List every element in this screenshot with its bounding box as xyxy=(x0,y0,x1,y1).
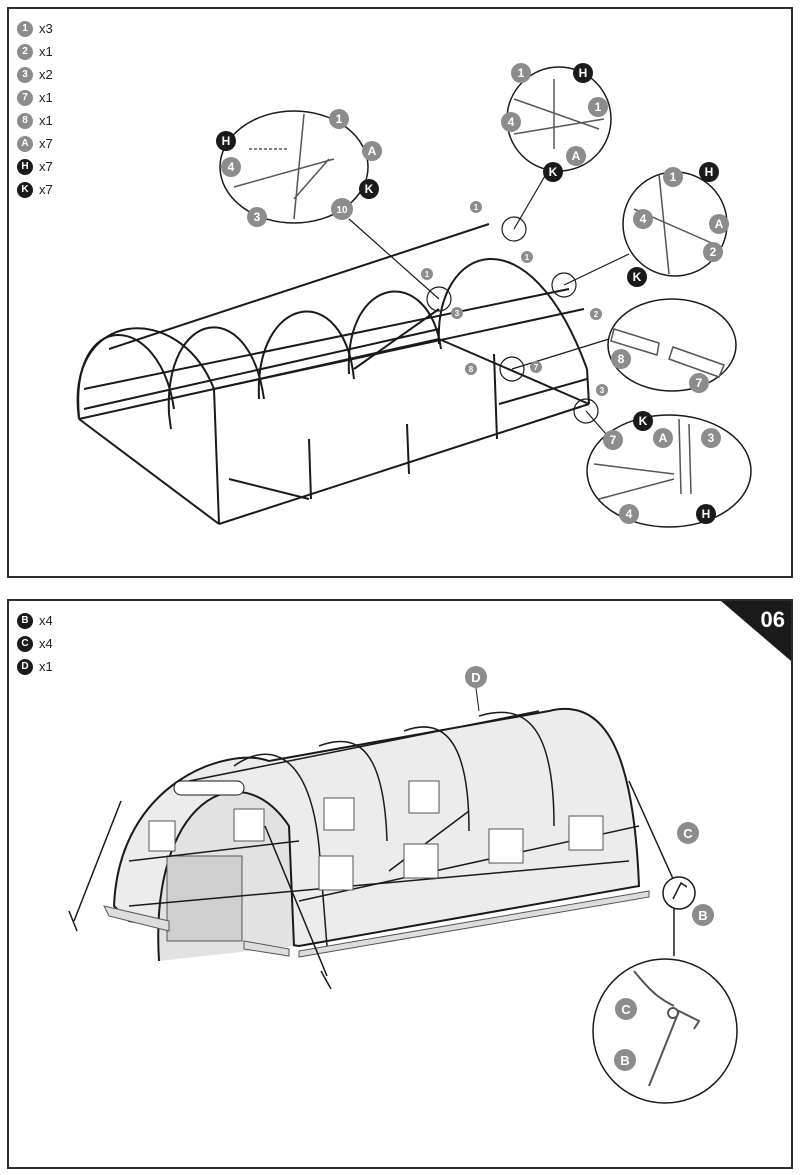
part-row: 3 x2 xyxy=(17,63,53,86)
part-badge: K xyxy=(17,181,33,198)
detail-callout-3: 1 H 4 A 2 K xyxy=(622,162,729,287)
callout-label: 7 xyxy=(610,433,617,447)
callout-label: 1 xyxy=(670,170,677,184)
frame-label: 1 xyxy=(474,203,479,212)
callout-label: K xyxy=(639,414,648,428)
part-qty: x3 xyxy=(39,21,53,36)
part-badge: H xyxy=(17,158,33,175)
callout-label: 10 xyxy=(336,205,348,216)
part-badge: 2 xyxy=(17,43,33,60)
detail-callout-1: 1 H A 4 K 3 10 xyxy=(216,109,382,227)
callout-label: 1 xyxy=(518,66,525,80)
callout-label: H xyxy=(222,134,231,148)
greenhouse-cover xyxy=(103,707,650,962)
step-number: 06 xyxy=(760,607,785,632)
part-badge: C xyxy=(17,635,33,652)
frame-label: 8 xyxy=(469,365,474,374)
greenhouse-frame xyxy=(76,223,590,525)
callout-label: 1 xyxy=(595,100,602,114)
part-badge: 7 xyxy=(17,89,33,106)
part-qty: x2 xyxy=(39,67,53,82)
frame-label: 2 xyxy=(594,310,599,319)
callout-label: K xyxy=(633,270,642,284)
callout-label: 3 xyxy=(708,431,715,445)
callout-label: H xyxy=(702,507,711,521)
part-qty: x7 xyxy=(39,182,53,197)
frame-labels: 1 1 1 2 3 3 7 8 xyxy=(421,201,608,396)
step06-labels: D C B C B xyxy=(465,666,714,1071)
stake-marker xyxy=(662,876,696,910)
frame-label: 7 xyxy=(534,363,539,372)
callout-label: A xyxy=(659,431,668,445)
frame-assembly-illustration: 1 1 1 2 3 3 7 8 1 H A 4 K 3 xyxy=(76,63,752,528)
detail-rope-label: C xyxy=(621,1002,631,1017)
detail-stake-label: B xyxy=(620,1053,629,1068)
part-row: 1 x3 xyxy=(17,17,53,40)
part-badge: B xyxy=(17,612,33,629)
callout-label: K xyxy=(549,165,558,179)
part-badge: 8 xyxy=(17,112,33,129)
callout-label: H xyxy=(705,165,714,179)
part-qty: x1 xyxy=(39,44,53,59)
callout-label: A xyxy=(368,144,377,158)
callout-label: K xyxy=(365,182,374,196)
detail-callout-5: K A 3 7 4 H xyxy=(586,411,752,528)
part-badge: A xyxy=(17,135,33,152)
callout-label: 4 xyxy=(640,212,647,226)
stake-label: B xyxy=(698,908,707,923)
part-row: 2 x1 xyxy=(17,40,53,63)
callout-markers xyxy=(348,168,630,450)
callout-label: A xyxy=(715,217,724,231)
callout-label: 4 xyxy=(508,115,515,129)
frame-label: 1 xyxy=(425,270,430,279)
part-badge: 1 xyxy=(17,20,33,37)
callout-label: A xyxy=(572,149,581,163)
detail-callout-4: 8 7 xyxy=(607,298,737,393)
step-number: 05 xyxy=(760,15,785,40)
stake-detail-callout xyxy=(592,958,738,1104)
part-qty: x1 xyxy=(39,659,53,674)
part-badge: D xyxy=(17,658,33,675)
frame-label: 3 xyxy=(600,386,605,395)
part-qty: x7 xyxy=(39,136,53,151)
callout-label: H xyxy=(579,66,588,80)
callout-label: 2 xyxy=(710,245,717,259)
frame-label: 1 xyxy=(525,253,530,262)
callout-label: 4 xyxy=(228,160,235,174)
part-qty: x1 xyxy=(39,90,53,105)
part-qty: x4 xyxy=(39,636,53,651)
ropes-and-stakes xyxy=(68,780,675,990)
part-badge: 3 xyxy=(17,66,33,83)
part-qty: x7 xyxy=(39,159,53,174)
callout-label: 3 xyxy=(254,210,261,224)
cover-installation-illustration: D C B C B xyxy=(68,666,738,1104)
part-qty: x1 xyxy=(39,113,53,128)
part-row: 8 x1 xyxy=(17,109,53,132)
step-number-tab xyxy=(721,601,791,661)
callout-label: 7 xyxy=(696,376,703,390)
cover-label: D xyxy=(471,670,480,685)
part-qty: x4 xyxy=(39,613,53,628)
callout-label: 8 xyxy=(618,352,625,366)
detail-callout-2: 1 H 1 4 K A xyxy=(501,63,612,182)
callout-label: 4 xyxy=(626,507,633,521)
part-row: 7 x1 xyxy=(17,86,53,109)
callout-label: 1 xyxy=(336,112,343,126)
rope-label: C xyxy=(683,826,693,841)
frame-label: 3 xyxy=(455,309,460,318)
